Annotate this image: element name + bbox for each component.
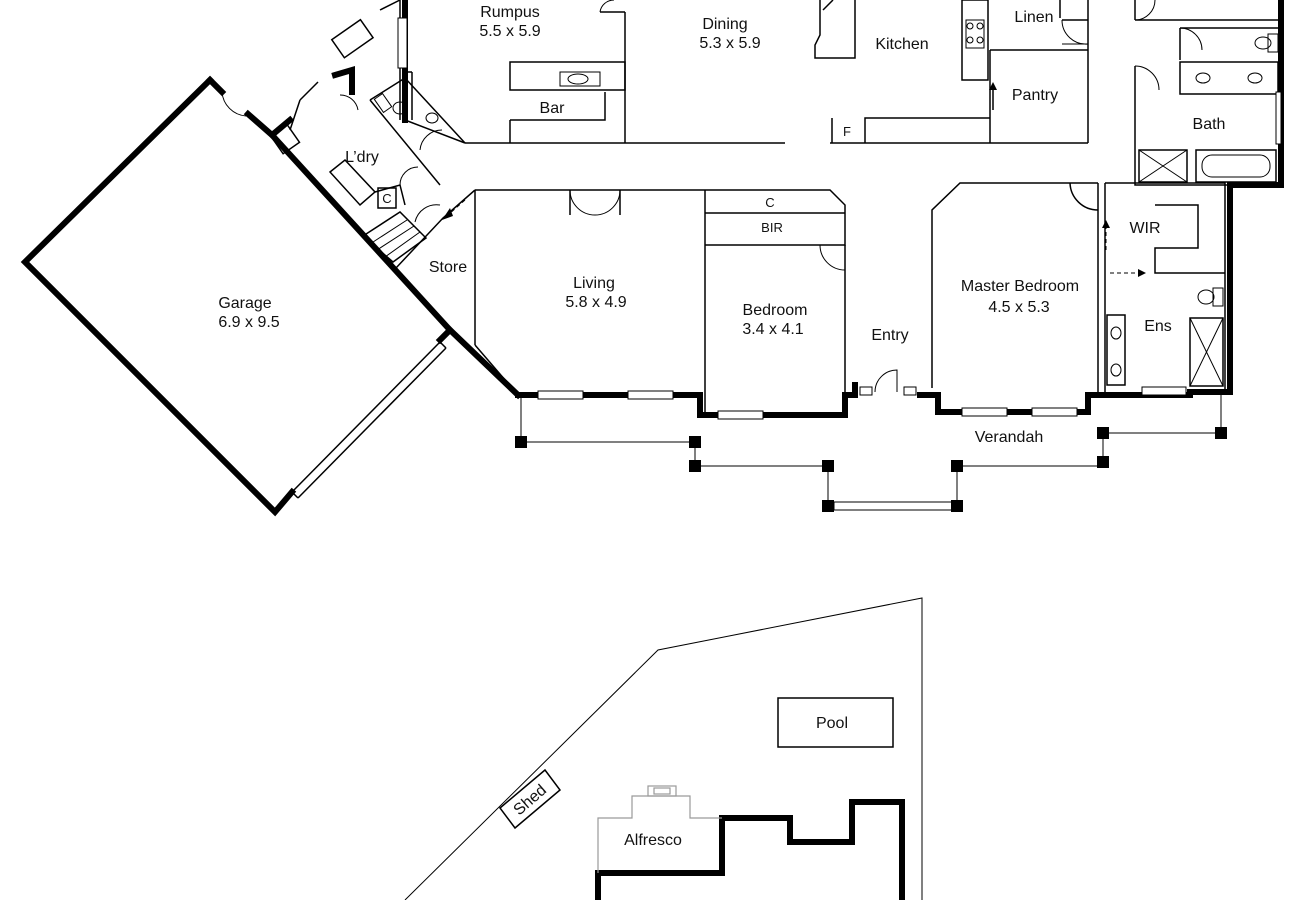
laundry-cupboard-label: C	[382, 191, 391, 206]
bedroom-name: Bedroom	[743, 302, 808, 319]
garage-name: Garage	[218, 295, 271, 312]
alfresco-name: Alfresco	[624, 832, 682, 849]
garage-size: 6.9 x 9.5	[218, 314, 279, 331]
master-size: 4.5 x 5.3	[988, 299, 1049, 316]
store-name: Store	[429, 259, 467, 276]
garage	[20, 75, 523, 517]
entry-name: Entry	[871, 327, 908, 344]
wir-name: WIR	[1129, 220, 1160, 237]
living-size: 5.8 x 4.9	[565, 294, 626, 311]
shed-name: Shed	[511, 782, 550, 819]
living-name: Living	[573, 275, 615, 292]
rumpus-size: 5.5 x 5.9	[479, 23, 540, 40]
linen-name: Linen	[1014, 9, 1053, 26]
kitchen-name: Kitchen	[875, 36, 928, 53]
site-outdoor	[404, 597, 923, 900]
dining-size: 5.3 x 5.9	[699, 35, 760, 52]
living-bedroom-walls	[474, 189, 1103, 420]
bath-wing	[1134, 0, 1284, 395]
bath-name: Bath	[1193, 116, 1226, 133]
ens-name: Ens	[1144, 318, 1172, 335]
bir-label: BIR	[761, 220, 783, 235]
bedroom-size: 3.4 x 4.1	[742, 321, 803, 338]
fridge-label: F	[843, 124, 851, 139]
bar-name: Bar	[540, 100, 566, 117]
verandah-structure	[515, 395, 1227, 512]
rumpus-name: Rumpus	[480, 4, 540, 21]
upper-wing-walls	[465, 0, 1089, 144]
room-labels: Rumpus 5.5 x 5.9 Dining 5.3 x 5.9 Kitche…	[218, 4, 1225, 849]
pantry-name: Pantry	[1012, 87, 1058, 104]
bedroom-cupboard-label: C	[765, 195, 774, 210]
master-suite	[931, 182, 1226, 398]
verandah-name: Verandah	[975, 429, 1044, 446]
laundry-cluster	[269, 0, 476, 326]
laundry-name: L’dry	[345, 149, 379, 166]
dining-name: Dining	[702, 16, 747, 33]
pool-name: Pool	[816, 715, 848, 732]
master-name: Master Bedroom	[961, 278, 1079, 295]
